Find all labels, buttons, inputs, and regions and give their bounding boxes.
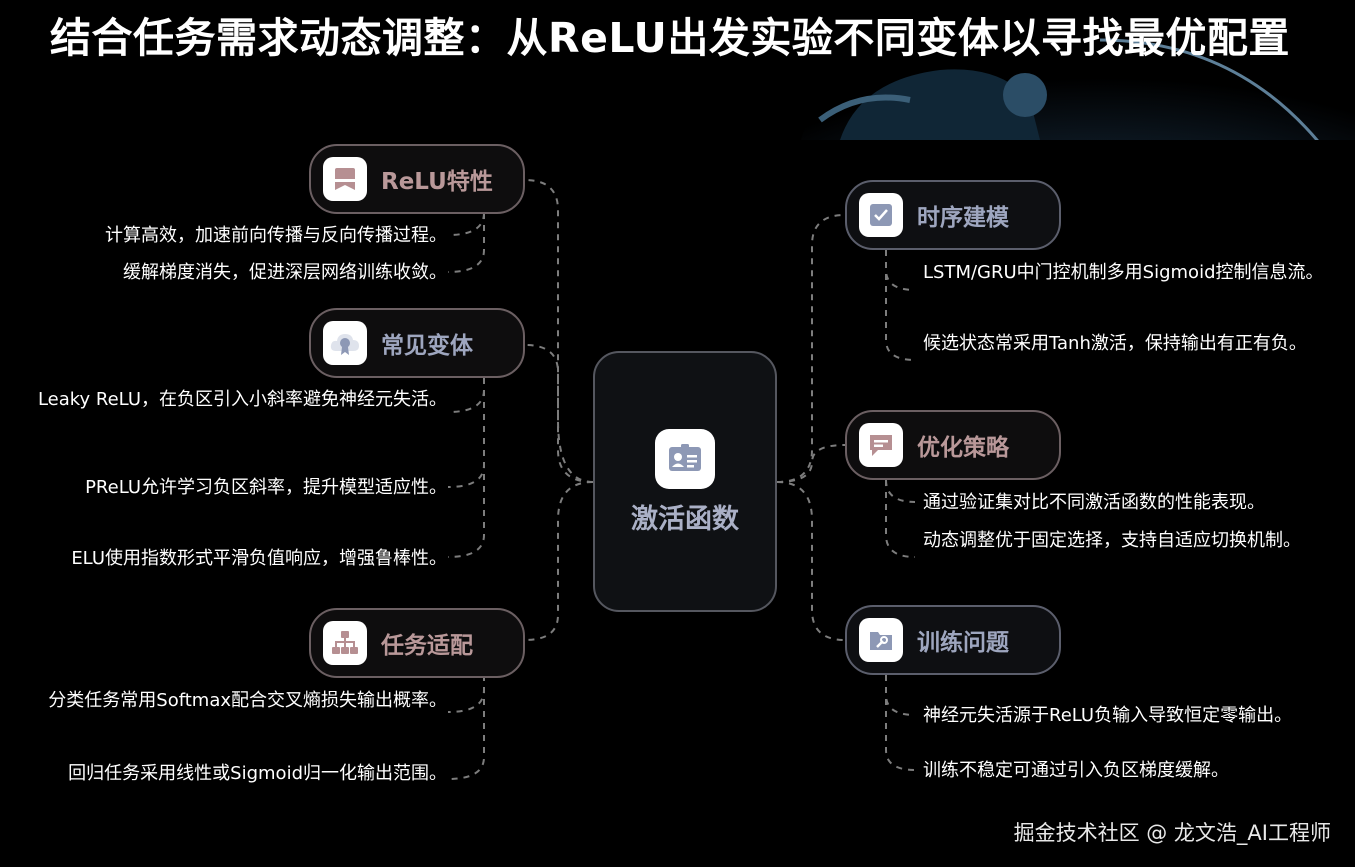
branch-label: 任务适配 xyxy=(381,633,473,659)
branch-optimization-strategy[interactable]: 优化策略 xyxy=(845,410,1061,480)
leaf-text: 分类任务常用Softmax配合交叉熵损失输出概率。 xyxy=(48,690,447,711)
branch-task-adaptation[interactable]: 任务适配 xyxy=(309,608,525,678)
chat-icon xyxy=(859,423,903,467)
bookmark-icon xyxy=(323,157,367,201)
leaf-text: PReLU允许学习负区斜率，提升模型适应性。 xyxy=(85,477,447,498)
id-card-icon xyxy=(655,429,715,489)
leaf-text: ELU使用指数形式平滑负值响应，增强鲁棒性。 xyxy=(71,548,447,569)
leaf-text: LSTM/GRU中门控机制多用Sigmoid控制信息流。 xyxy=(923,262,1324,283)
branch-common-variants[interactable]: 常见变体 xyxy=(309,308,525,378)
page-title: 结合任务需求动态调整：从ReLU出发实验不同变体以寻找最优配置 xyxy=(50,14,1290,62)
leaf-text: 候选状态常采用Tanh激活，保持输出有正有负。 xyxy=(923,333,1307,354)
leaf-text: 回归任务采用线性或Sigmoid归一化输出范围。 xyxy=(68,763,447,784)
check-box-icon xyxy=(859,193,903,237)
branch-label: 优化策略 xyxy=(917,435,1009,461)
branch-relu-properties[interactable]: ReLU特性 xyxy=(309,144,525,214)
cloud-medal-icon xyxy=(323,321,367,365)
branch-label: 时序建模 xyxy=(917,205,1009,231)
leaf-text: 通过验证集对比不同激活函数的性能表现。 xyxy=(923,492,1265,513)
leaf-text: 缓解梯度消失，促进深层网络训练收敛。 xyxy=(123,262,447,283)
background-robot-art xyxy=(800,0,1355,140)
center-node[interactable]: 激活函数 xyxy=(593,351,777,612)
leaf-text: 神经元失活源于ReLU负输入导致恒定零输出。 xyxy=(923,705,1293,726)
org-chart-icon xyxy=(323,621,367,665)
leaf-text: 训练不稳定可通过引入负区梯度缓解。 xyxy=(923,760,1229,781)
watermark: 掘金技术社区 @ 龙文浩_AI工程师 xyxy=(1013,821,1331,845)
branch-label: 训练问题 xyxy=(917,630,1009,656)
leaf-text: 计算高效，加速前向传播与反向传播过程。 xyxy=(105,225,447,246)
leaf-text: 动态调整优于固定选择，支持自适应切换机制。 xyxy=(923,530,1301,551)
leaf-text: Leaky ReLU，在负区引入小斜率避免神经元失活。 xyxy=(37,389,447,410)
branch-label: ReLU特性 xyxy=(381,169,493,195)
branch-label: 常见变体 xyxy=(381,333,473,359)
branch-training-issues[interactable]: 训练问题 xyxy=(845,605,1061,675)
folder-wrench-icon xyxy=(859,618,903,662)
center-label: 激活函数 xyxy=(631,504,739,535)
branch-sequence-modeling[interactable]: 时序建模 xyxy=(845,180,1061,250)
